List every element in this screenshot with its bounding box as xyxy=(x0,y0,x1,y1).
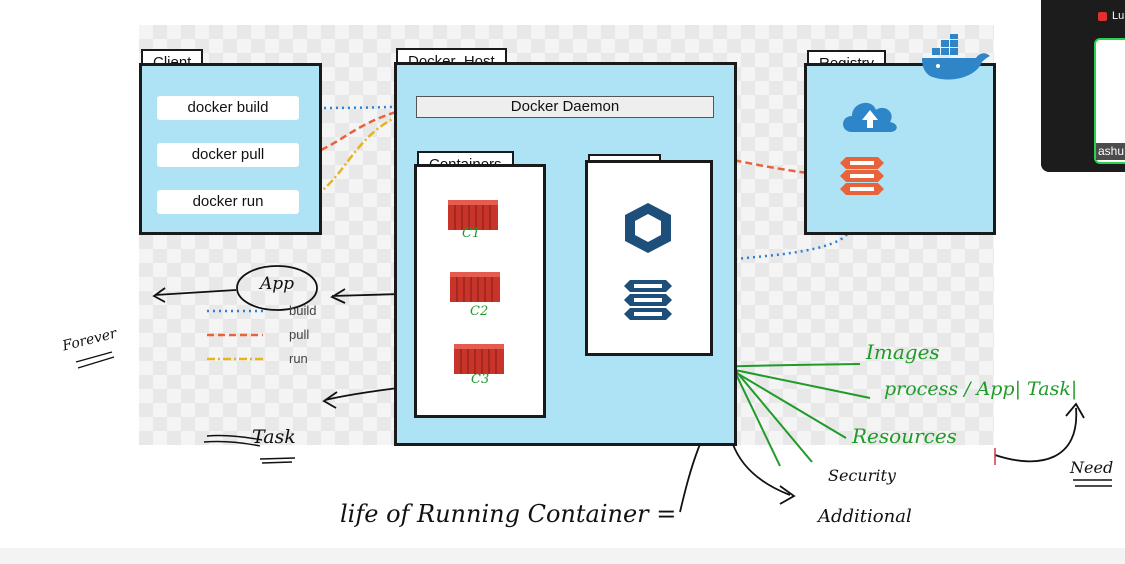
annotation-task: Task xyxy=(252,426,296,448)
annotation-need: Need xyxy=(1070,458,1114,477)
docker-build-command: docker build xyxy=(157,96,299,120)
annotation-additional: Additional xyxy=(818,506,912,527)
legend-build: build xyxy=(289,303,317,318)
docker-pull-command: docker pull xyxy=(157,143,299,167)
shipping-container-icon xyxy=(450,272,500,302)
annotation-resources: Resources xyxy=(852,424,957,448)
zoom-top-name: Lu xyxy=(1112,10,1125,22)
annotation-images: Images xyxy=(866,340,940,364)
run-line-client xyxy=(299,110,411,204)
annotation-c2: C2 xyxy=(470,304,489,319)
annotation-c3: C3 xyxy=(471,372,490,387)
docker-daemon-bar: Docker Daemon xyxy=(416,96,714,118)
annotation-c1: C1 xyxy=(462,226,481,241)
legend-run: run xyxy=(289,351,308,366)
shipping-container-icon xyxy=(448,200,498,230)
registry-stack-icon xyxy=(840,157,884,195)
legend-lines xyxy=(207,309,263,361)
bottom-bar xyxy=(0,548,1125,564)
annotation-app: App xyxy=(260,274,295,294)
annotation-security: Security xyxy=(828,466,896,485)
images-panel xyxy=(585,160,713,356)
zoom-participant-name: ashu xyxy=(1096,143,1125,160)
annotation-process: process / App| Task| xyxy=(884,378,1078,400)
app-circle xyxy=(236,265,318,311)
annotation-life-of-container: life of Running Container = xyxy=(340,500,677,528)
legend-pull: pull xyxy=(289,327,310,342)
docker-run-command: docker run xyxy=(157,190,299,214)
docker-whale-icon xyxy=(922,34,990,80)
shipping-container-icon xyxy=(454,344,504,374)
image-stack-icon xyxy=(624,280,672,320)
image-hexagon-icon xyxy=(625,203,671,253)
registry-panel xyxy=(804,63,996,235)
mic-muted-icon xyxy=(1098,12,1107,21)
cloud-upload-icon xyxy=(843,102,897,132)
